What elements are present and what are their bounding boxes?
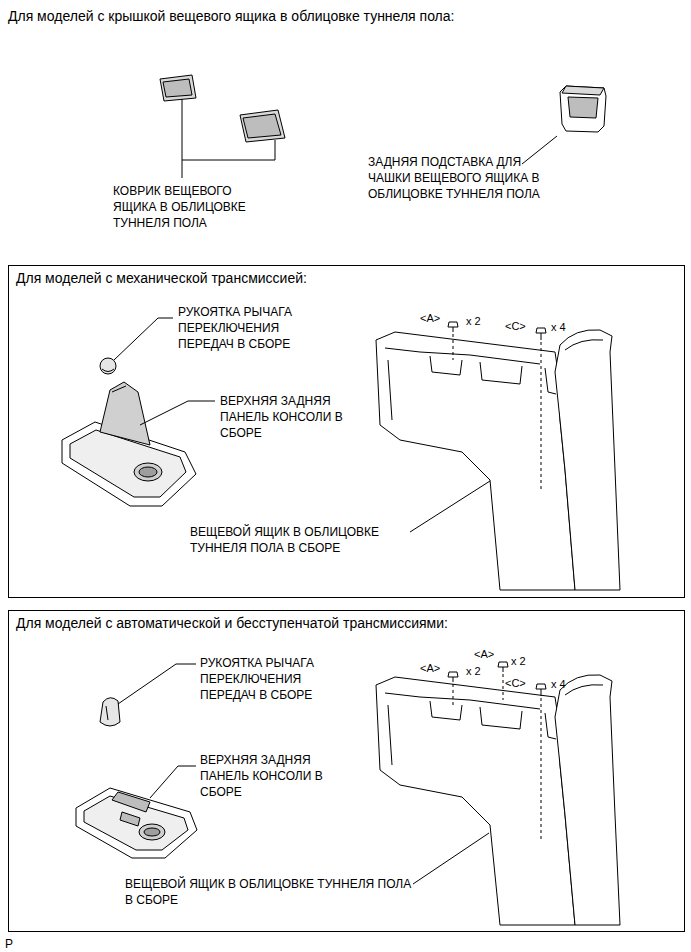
fastener-callout: <C> [505, 320, 526, 333]
part-name: ВЕЩЕВОЙ ЯЩИК В ОБЛИЦОВКЕ ТУННЕЛЯ ПОЛА В … [190, 524, 405, 556]
shift-knob-illustration [100, 358, 116, 374]
console-box-illustration [376, 332, 575, 590]
console-box-illustration [385, 348, 540, 364]
console-panel-illustration [139, 824, 165, 840]
console-box-illustration [545, 713, 556, 739]
screw-icon [453, 334, 454, 360]
panel-heading: Для моделей с автоматической и бесступен… [16, 615, 448, 632]
leader-line [118, 664, 196, 704]
console-panel-illustration [112, 792, 150, 812]
mat-illustration [160, 75, 196, 101]
console-box-illustration [385, 693, 540, 709]
screw-icon [448, 662, 546, 840]
console-box-illustration [555, 675, 620, 925]
leader-line [182, 99, 183, 178]
part-name: РУКОЯТКА РЫЧАГА ПЕРЕКЛЮЧЕНИЯ ПЕРЕДАЧ В С… [178, 304, 330, 352]
fastener-callout: x 4 [551, 321, 566, 334]
mat-illustration [160, 75, 285, 142]
screw-icon [448, 672, 458, 677]
leader-line [140, 401, 215, 425]
cup-holder-illustration [560, 86, 606, 132]
fastener-callout: <A> [420, 312, 440, 325]
fastener-callout: x 4 [551, 678, 566, 691]
screw-icon [453, 677, 454, 682]
leader-line [410, 481, 490, 532]
shift-knob-illustration [106, 706, 108, 720]
screw-icon [536, 684, 546, 689]
screw-icon [453, 327, 454, 332]
panel-heading: Для моделей с механической трансмиссией: [16, 270, 307, 287]
fastener-callout: x 2 [511, 655, 526, 668]
console-panel-illustration [70, 430, 186, 497]
screw-icon [503, 667, 504, 672]
console-panel-illustration [62, 382, 196, 506]
screw-icon [541, 698, 542, 840]
screw-icon [536, 328, 546, 333]
console-panel-illustration [100, 382, 150, 445]
figure-code: P [5, 936, 13, 952]
leader-line [182, 99, 275, 178]
fastener-callout: <A> [474, 648, 494, 661]
screw-icon [448, 322, 458, 327]
screw-icon [541, 342, 542, 492]
fastener-callout: x 2 [466, 315, 481, 328]
cup-holder-illustration [522, 86, 606, 164]
screw-icon [503, 674, 504, 700]
console-box-illustration [376, 675, 620, 925]
variant-panel: Для моделей с механической трансмиссией: [8, 265, 685, 598]
cup-holder-illustration [568, 97, 598, 118]
part-name: ВЕРХНЯЯ ЗАДНЯЯ ПАНЕЛЬ КОНСОЛИ В СБОРЕ [220, 393, 372, 441]
leader-line [114, 318, 173, 360]
console-box-illustration [565, 685, 603, 695]
console-box-illustration [388, 701, 522, 765]
console-box-illustration [545, 368, 556, 394]
cup-holder-illustration [522, 136, 557, 164]
console-box-illustration [388, 356, 522, 420]
screw-icon [498, 662, 508, 667]
screw-icon [541, 333, 542, 340]
console-panel-illustration [144, 828, 160, 836]
shift-knob-illustration [100, 698, 120, 726]
console-box-illustration [565, 340, 603, 350]
screw-icon [453, 684, 454, 705]
shift-knob-illustration [100, 698, 120, 726]
screw-icon [448, 322, 546, 492]
fastener-callout: <C> [505, 677, 526, 690]
fastener-callout: <A> [420, 662, 440, 675]
mat-illustration [163, 79, 192, 97]
part-name: РУКОЯТКА РЫЧАГА ПЕРЕКЛЮЧЕНИЯ ПЕРЕДАЧ В С… [200, 655, 352, 703]
console-panel-illustration [76, 788, 197, 858]
shift-knob-illustration [102, 369, 114, 372]
part-name: ЗАДНЯЯ ПОДСТАВКА ДЛЯ ЧАШКИ ВЕЩЕВОГО ЯЩИК… [368, 154, 540, 202]
console-panel-illustration [120, 812, 140, 826]
shift-knob-illustration [100, 358, 116, 374]
leader-line [182, 140, 275, 160]
console-box-illustration [555, 330, 620, 590]
leader-line [150, 766, 196, 798]
screw-icon [541, 689, 542, 696]
fastener-callout: x 2 [466, 665, 481, 678]
part-name: ВЕЩЕВОЙ ЯЩИК В ОБЛИЦОВКЕ ТУННЕЛЯ ПОЛА В … [125, 876, 415, 908]
console-panel-illustration [112, 386, 126, 392]
leader-line [413, 833, 489, 884]
mat-illustration [243, 114, 281, 138]
section-heading: Для моделей с крышкой вещевого ящика в о… [8, 8, 454, 25]
console-panel-illustration [76, 788, 197, 858]
mat-illustration [240, 110, 285, 142]
cup-holder-illustration [562, 86, 604, 95]
console-box-illustration [376, 330, 620, 590]
part-name: ВЕРХНЯЯ ЗАДНЯЯ ПАНЕЛЬ КОНСОЛИ В СБОРЕ [200, 752, 352, 800]
console-panel-illustration [139, 467, 157, 477]
part-name: КОВРИК ВЕЩЕВОГО ЯЩИКА В ОБЛИЦОВКЕ ТУННЕЛ… [113, 183, 263, 231]
console-panel-illustration [134, 463, 162, 481]
